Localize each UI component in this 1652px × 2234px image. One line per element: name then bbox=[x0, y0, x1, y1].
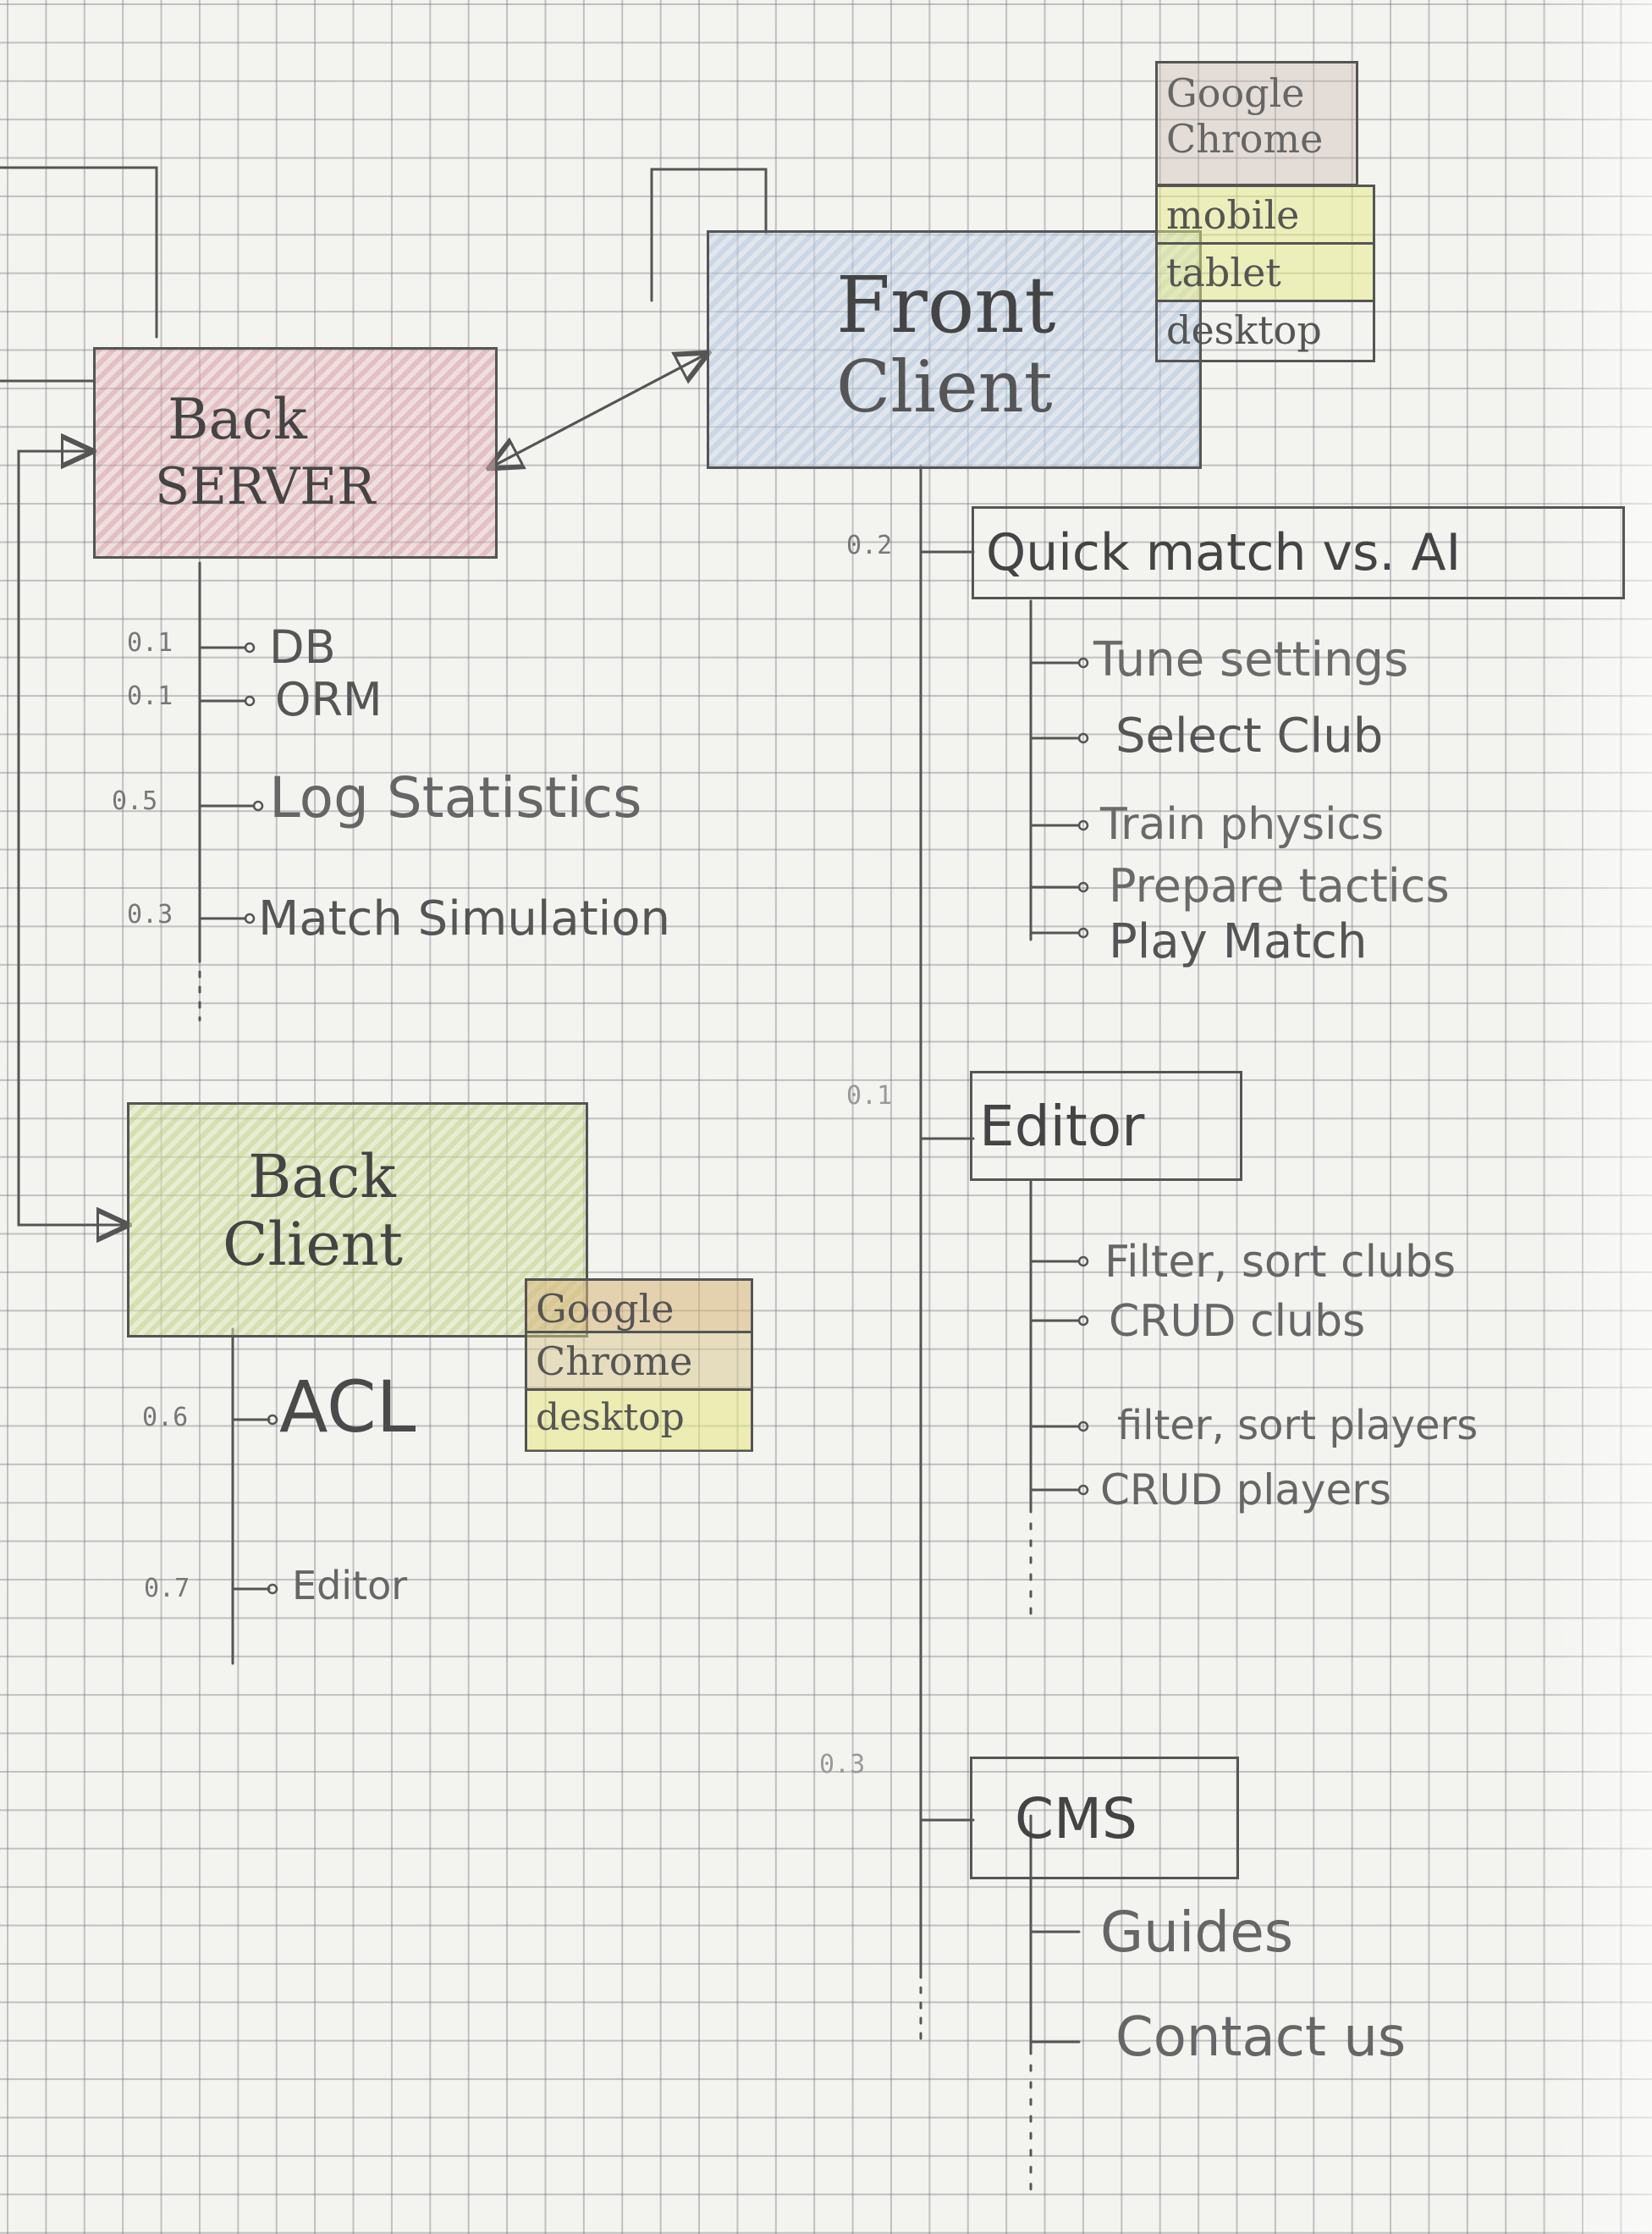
back-client-platform-table: Google Chrome desktop bbox=[525, 1278, 753, 1452]
platform-google: Google bbox=[527, 1281, 751, 1333]
version-label: 0.3 bbox=[819, 1750, 866, 1779]
editor-title: Editor bbox=[979, 1094, 1145, 1159]
version-label: 0.1 bbox=[127, 681, 173, 711]
version-label: 0.1 bbox=[127, 628, 173, 658]
editor-item-crud-players: CRUD players bbox=[1100, 1465, 1391, 1514]
quick-match-item-train-physics: Train physics bbox=[1100, 799, 1385, 850]
quick-match-item-tune-settings: Tune settings bbox=[1093, 632, 1409, 687]
editor-item-crud-clubs: CRUD clubs bbox=[1109, 1296, 1366, 1347]
quick-match-item-play-match: Play Match bbox=[1109, 914, 1368, 969]
front-client-title-line2: Client bbox=[836, 345, 1053, 428]
quick-match-box: Quick match vs. AI bbox=[972, 506, 1625, 599]
device-tablet: tablet bbox=[1158, 245, 1373, 302]
editor-item-filter-sort-clubs: Filter, sort clubs bbox=[1104, 1237, 1457, 1288]
paper-shading bbox=[1534, 0, 1652, 2234]
front-client-device-table: mobile tablet desktop bbox=[1155, 185, 1375, 362]
back-server-title-line2: SERVER bbox=[155, 457, 376, 516]
back-server-item-match-simulation: Match Simulation bbox=[258, 891, 670, 946]
editor-box: Editor bbox=[970, 1071, 1242, 1181]
quick-match-item-select-club: Select Club bbox=[1115, 709, 1384, 764]
front-client-box: Front Client bbox=[707, 230, 1202, 469]
version-label: 0.6 bbox=[142, 1403, 189, 1432]
version-label: 0.3 bbox=[127, 900, 173, 929]
cms-box: CMS bbox=[970, 1757, 1239, 1879]
front-client-title-line1: Front bbox=[836, 260, 1056, 350]
cms-title: CMS bbox=[1015, 1786, 1137, 1851]
back-client-title-line1: Back bbox=[248, 1142, 396, 1211]
back-server-item-orm: ORM bbox=[275, 673, 383, 726]
quick-match-title: Quick match vs. AI bbox=[986, 523, 1462, 582]
editor-item-filter-sort-players: filter, sort players bbox=[1117, 1402, 1479, 1449]
platform-chrome: Chrome bbox=[527, 1333, 751, 1391]
version-label: 0.2 bbox=[846, 531, 893, 560]
back-server-box: Back SERVER bbox=[93, 347, 498, 559]
platform-desktop: desktop bbox=[527, 1391, 751, 1450]
back-client-box: Back Client bbox=[127, 1102, 588, 1338]
back-client-title-line2: Client bbox=[223, 1210, 403, 1279]
back-server-item-log-statistics: Log Statistics bbox=[269, 765, 642, 830]
version-label: 0.1 bbox=[846, 1081, 893, 1111]
front-client-browser-table: Google Chrome bbox=[1155, 61, 1358, 186]
back-server-title-line1: Back bbox=[168, 387, 307, 452]
quick-match-item-prepare-tactics: Prepare tactics bbox=[1109, 859, 1450, 913]
device-desktop: desktop bbox=[1166, 307, 1322, 353]
cms-item-contact-us: Contact us bbox=[1115, 2006, 1407, 2069]
version-label: 0.5 bbox=[112, 786, 158, 816]
back-client-item-editor: Editor bbox=[292, 1563, 408, 1608]
back-client-item-acl: ACL bbox=[279, 1365, 416, 1448]
browser-name: Google Chrome bbox=[1166, 70, 1324, 162]
version-label: 0.7 bbox=[144, 1574, 190, 1603]
back-server-item-db: DB bbox=[269, 621, 336, 674]
device-mobile: mobile bbox=[1158, 187, 1373, 245]
cms-item-guides: Guides bbox=[1100, 1900, 1294, 1965]
